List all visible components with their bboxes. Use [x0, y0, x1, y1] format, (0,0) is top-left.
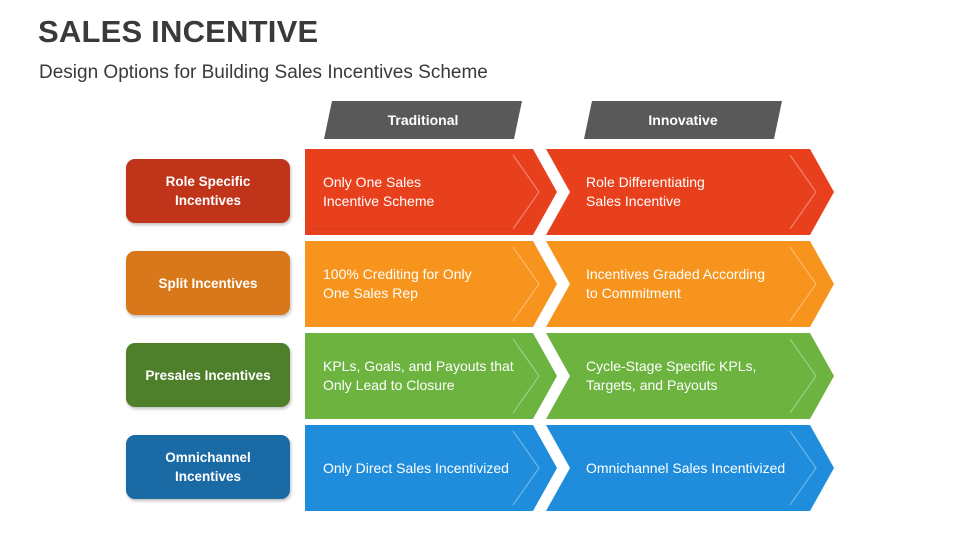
arrow-text: Only Direct Sales Incentivized — [323, 459, 509, 476]
column-header-shape — [324, 101, 522, 139]
arrow-traditional-omnichannel: Only Direct Sales Incentivized — [305, 425, 557, 511]
column-header-label: Traditional — [387, 112, 459, 128]
arrow-text: KPLs, Goals, and Payouts that Only Lead … — [323, 358, 514, 393]
row-label-split: Split Incentives — [126, 251, 290, 315]
arrow-text: Cycle-Stage Specific KPLs, Targets, and … — [586, 358, 757, 393]
chevron-shape — [546, 241, 834, 327]
chevron-shape — [546, 425, 834, 511]
page-title: SALES INCENTIVE — [38, 14, 319, 49]
column-header-innovative: Innovative — [584, 101, 782, 139]
column-header-label: Innovative — [648, 112, 718, 128]
arrow-innovative-split: Incentives Graded According to Commitmen… — [546, 241, 834, 327]
arrow-text: Role Differentiating Sales Incentive — [586, 174, 705, 209]
arrow-text: 100% Crediting for Only One Sales Rep — [323, 266, 472, 301]
column-header-traditional: Traditional — [324, 101, 522, 139]
row-label-omnichannel: Omnichannel Incentives — [126, 435, 290, 499]
row-label-role-specific: Role Specific Incentives — [126, 159, 290, 223]
arrow-traditional-presales: KPLs, Goals, and Payouts that Only Lead … — [305, 333, 557, 419]
chevron-shape — [305, 149, 557, 235]
arrow-innovative-presales: Cycle-Stage Specific KPLs, Targets, and … — [546, 333, 834, 419]
arrow-text: Only One Sales Incentive Scheme — [323, 174, 435, 209]
chevron-shape — [546, 333, 834, 419]
row-label-presales: Presales Incentives — [126, 343, 290, 407]
chevron-shape — [305, 241, 557, 327]
chevron-shape — [305, 333, 557, 419]
column-header-shape — [584, 101, 782, 139]
page-subtitle: Design Options for Building Sales Incent… — [39, 62, 488, 83]
chevron-shape — [305, 425, 557, 511]
arrow-innovative-omnichannel: Omnichannel Sales Incentivized — [546, 425, 834, 511]
arrow-text: Omnichannel Sales Incentivized — [586, 459, 786, 476]
arrow-traditional-split: 100% Crediting for Only One Sales Rep — [305, 241, 557, 327]
arrow-innovative-role-specific: Role Differentiating Sales Incentive — [546, 149, 834, 235]
arrow-text: Incentives Graded According to Commitmen… — [586, 266, 765, 301]
arrow-traditional-role-specific: Only One Sales Incentive Scheme — [305, 149, 557, 235]
chevron-shape — [546, 149, 834, 235]
